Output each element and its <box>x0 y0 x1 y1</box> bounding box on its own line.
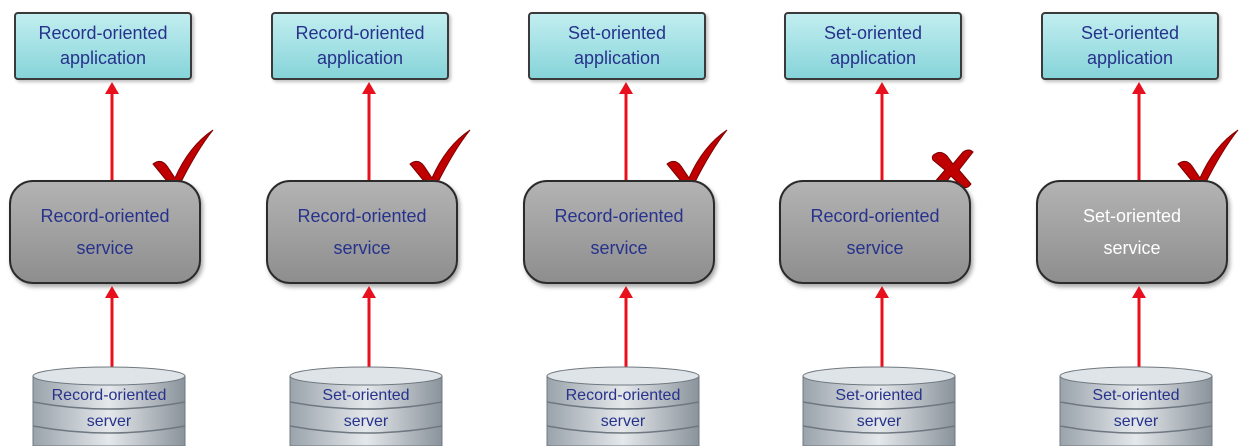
cross-icon <box>931 149 974 189</box>
scenario-column-5: Set-oriented application Set-oriented se… <box>1036 0 1239 446</box>
application-label-line2: application <box>316 48 404 68</box>
application-label-line2: application <box>59 48 147 68</box>
server-label-line2: server <box>856 413 902 430</box>
application-label-line2: application <box>1086 48 1174 68</box>
upward-arrow <box>105 82 119 180</box>
server-label-line2: server <box>1113 413 1159 430</box>
application-label-line1: Record-oriented <box>38 23 168 43</box>
upward-arrow <box>619 286 633 370</box>
service-label-line2: service <box>590 238 648 258</box>
service-box: Record-oriented service <box>523 180 715 284</box>
scenario-column-2: Record-oriented application Record-orien… <box>266 0 471 446</box>
upward-arrow <box>105 286 119 370</box>
application-label-line2: application <box>573 48 661 68</box>
server-label-line2: server <box>600 413 646 430</box>
scenario-column-4: Set-oriented application Record-oriented… <box>779 0 979 446</box>
service-label-line1: Set-oriented <box>1082 206 1182 226</box>
service-box: Record-oriented service <box>266 180 458 284</box>
application-box: Set-oriented application <box>528 12 706 80</box>
service-label-line2: service <box>76 238 134 258</box>
database-server-icon <box>32 366 186 446</box>
application-label-line1: Set-oriented <box>567 23 667 43</box>
service-label-line1: Record-oriented <box>297 206 427 226</box>
service-box: Record-oriented service <box>779 180 971 284</box>
application-label-line1: Record-oriented <box>295 23 425 43</box>
upward-arrow <box>875 82 889 180</box>
application-label-line2: application <box>829 48 917 68</box>
server-label-line1: Set-oriented <box>322 387 410 404</box>
application-label-line1: Set-oriented <box>823 23 923 43</box>
database-server-icon <box>802 366 956 446</box>
server-label-line1: Set-oriented <box>1092 387 1180 404</box>
server-label-line1: Set-oriented <box>835 387 923 404</box>
upward-arrow <box>619 82 633 180</box>
database-server-icon <box>546 366 700 446</box>
scenario-column-1: Record-oriented application Record-orien… <box>9 0 214 446</box>
application-box: Set-oriented application <box>784 12 962 80</box>
upward-arrow <box>1132 286 1146 370</box>
application-box: Set-oriented application <box>1041 12 1219 80</box>
upward-arrow <box>1132 82 1146 180</box>
scenario-column-3: Set-oriented application Record-oriented… <box>523 0 728 446</box>
application-box: Record-oriented application <box>14 12 192 80</box>
application-label-line1: Set-oriented <box>1080 23 1180 43</box>
service-box: Record-oriented service <box>9 180 201 284</box>
service-label-line1: Record-oriented <box>810 206 940 226</box>
server-label-line1: Record-oriented <box>51 387 167 404</box>
database-server-icon <box>289 366 443 446</box>
upward-arrow <box>362 82 376 180</box>
service-label-line2: service <box>333 238 391 258</box>
server-label-line2: server <box>343 413 389 430</box>
application-box: Record-oriented application <box>271 12 449 80</box>
service-label-line2: service <box>1103 238 1161 258</box>
upward-arrow <box>875 286 889 370</box>
database-server-icon <box>1059 366 1213 446</box>
service-label-line1: Record-oriented <box>40 206 170 226</box>
upward-arrow <box>362 286 376 370</box>
server-label-line2: server <box>86 413 132 430</box>
service-box: Set-oriented service <box>1036 180 1228 284</box>
service-label-line2: service <box>846 238 904 258</box>
service-label-line1: Record-oriented <box>554 206 684 226</box>
server-label-line1: Record-oriented <box>565 387 681 404</box>
